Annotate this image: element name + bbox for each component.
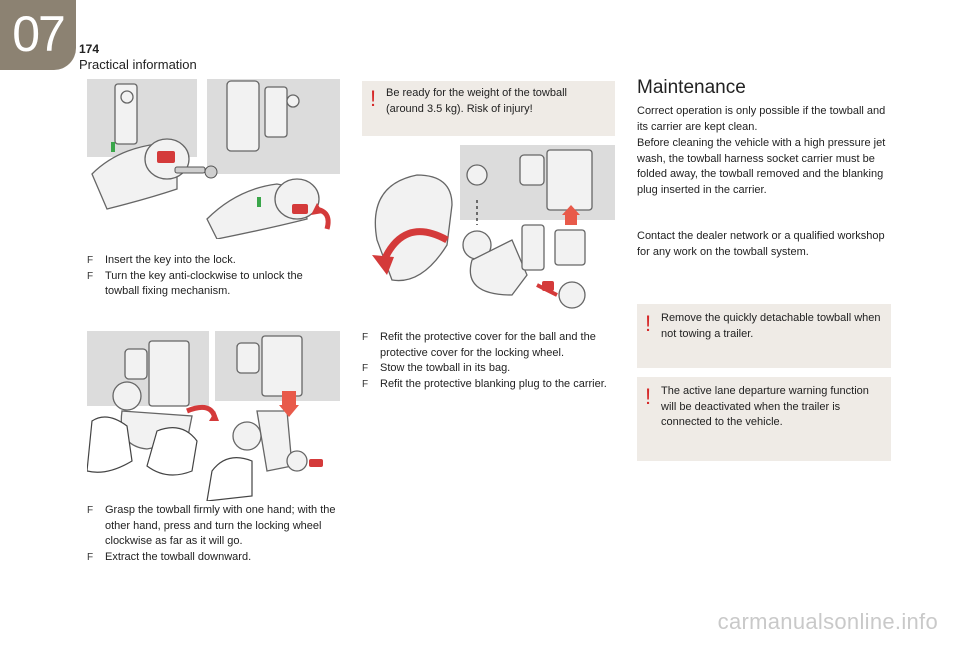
list-item: F Insert the key into the lock. [87,253,337,269]
bullet-arrow-icon: F [362,332,369,343]
bullet-arrow-icon: F [362,378,369,390]
list-item: F Stow the towball in its bag. [362,361,617,377]
warning-detach: ! Remove the quickly detachable towball … [637,304,891,368]
maintenance-paragraph: Correct operation is only possible if th… [637,105,886,133]
list-item: F Turn the key anti-clockwise to unlock t… [87,269,337,300]
list-item: F Refit the protective cover for the ball… [362,330,617,361]
warning-icon: ! [370,86,377,111]
page-number: 174 [79,42,100,56]
step-text: Insert the key into the lock. [105,254,236,266]
warning-icon: ! [645,311,652,336]
chapter-tab: 07 [0,0,76,70]
warning-weight: ! Be ready for the weight of the towball… [362,81,615,136]
step-text: Extract the towball downward. [105,550,252,563]
bullet-arrow-icon: F [87,255,94,266]
bullet-arrow-icon: F [87,505,94,516]
step-text: Turn the key anti-clockwise to unlock th… [105,269,303,298]
maintenance-paragraph: Contact the dealer network or a qualifie… [637,230,885,258]
bullet-arrow-icon: F [87,270,94,282]
warning-lane: ! The active lane departure warning func… [637,377,891,461]
chapter-number: 07 [12,6,66,62]
section-title: Practical information [79,57,197,72]
bullet-arrow-icon: F [362,363,369,374]
list-item: F Extract the towball downward. [87,550,339,566]
warning-text: Be ready for the weight of the towball (… [386,87,567,115]
list-item: F Grasp the towball firmly with one hand;… [87,503,339,550]
illustration-key-unlock [87,79,340,239]
step-text: Refit the protective blanking plug to th… [380,377,607,390]
steps-remove-list: F Grasp the towball firmly with one hand;… [87,503,339,565]
warning-icon: ! [645,384,652,409]
steps-stow-list: F Refit the protective cover for the ball… [362,330,617,392]
watermark: carmanualsonline.info [717,609,938,634]
illustration-towball-stow [362,145,615,315]
maintenance-heading: Maintenance [637,77,746,98]
maintenance-paragraph: Before cleaning the vehicle with a high … [637,137,886,196]
step-text: Grasp the towball firmly with one hand; … [105,504,336,547]
bullet-arrow-icon: F [87,551,94,563]
warning-text: The active lane departure warning functi… [661,385,869,428]
step-text: Stow the towball in its bag. [380,362,511,374]
warning-text: Remove the quickly detachable towball wh… [661,312,881,340]
list-item: F Refit the protective blanking plug to t… [362,377,617,393]
steps-unlock-list: F Insert the key into the lock. F Turn the… [87,253,337,300]
step-text: Refit the protective cover for the ball … [380,331,596,359]
illustration-towball-removal [87,331,340,501]
